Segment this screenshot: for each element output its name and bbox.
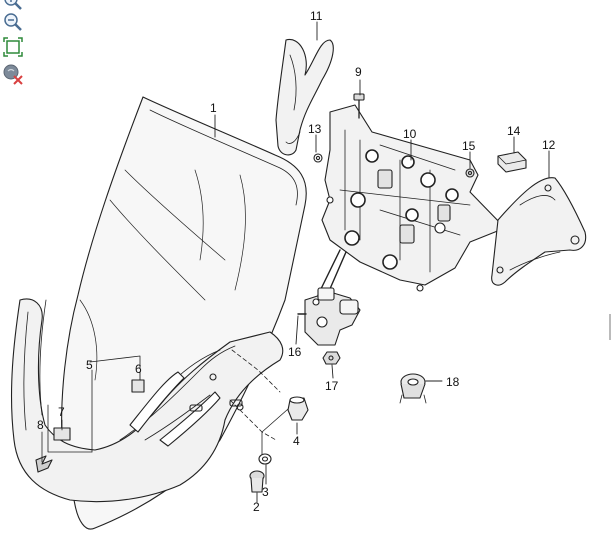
zoom-out-button[interactable] bbox=[2, 11, 24, 33]
bolt-9[interactable] bbox=[353, 93, 365, 119]
callout-16: 16 bbox=[288, 345, 302, 359]
upper-bracket[interactable] bbox=[275, 39, 334, 156]
windscreen[interactable] bbox=[61, 96, 307, 530]
callout-14: 14 bbox=[507, 124, 521, 138]
scroll-edge bbox=[609, 314, 611, 340]
callout-4: 4 bbox=[293, 434, 300, 448]
mounting-frame[interactable] bbox=[317, 104, 506, 299]
front-fairing[interactable] bbox=[11, 298, 284, 503]
zoom-out-icon bbox=[4, 13, 22, 31]
callout-3: 3 bbox=[262, 485, 269, 499]
callout-2: 2 bbox=[253, 500, 260, 514]
zoom-in-icon bbox=[4, 0, 22, 10]
nut-17[interactable] bbox=[322, 351, 341, 365]
callout-15: 15 bbox=[462, 139, 476, 153]
callout-17: 17 bbox=[325, 379, 339, 393]
cushion-pad[interactable] bbox=[497, 151, 527, 173]
bolt-15[interactable] bbox=[465, 168, 475, 178]
callout-5: 5 bbox=[86, 358, 93, 372]
callout-13: 13 bbox=[308, 122, 322, 136]
viewer-toolbar bbox=[0, 0, 28, 92]
rubber-mount-4[interactable] bbox=[287, 396, 309, 421]
actuator-motor[interactable] bbox=[297, 287, 361, 346]
reset-highlight-icon bbox=[3, 64, 23, 85]
fit-to-window-button[interactable] bbox=[2, 36, 24, 58]
washer-13[interactable] bbox=[313, 153, 323, 163]
callout-12: 12 bbox=[542, 138, 556, 152]
reset-highlight-button[interactable] bbox=[2, 63, 24, 85]
washer-3[interactable] bbox=[258, 453, 272, 465]
callout-18: 18 bbox=[446, 375, 460, 389]
callout-6: 6 bbox=[135, 362, 142, 376]
grommet-18[interactable] bbox=[399, 373, 427, 404]
zoom-in-button[interactable] bbox=[2, 0, 24, 12]
side-bracket[interactable] bbox=[491, 177, 587, 286]
emblem-set[interactable] bbox=[41, 355, 145, 463]
callout-7: 7 bbox=[58, 405, 65, 419]
fit-window-icon bbox=[3, 37, 23, 57]
callout-10: 10 bbox=[403, 127, 417, 141]
screw-2[interactable] bbox=[249, 470, 265, 493]
callout-1: 1 bbox=[210, 101, 217, 115]
callout-9: 9 bbox=[355, 65, 362, 79]
callout-11: 11 bbox=[310, 9, 323, 23]
callout-8: 8 bbox=[37, 418, 44, 432]
